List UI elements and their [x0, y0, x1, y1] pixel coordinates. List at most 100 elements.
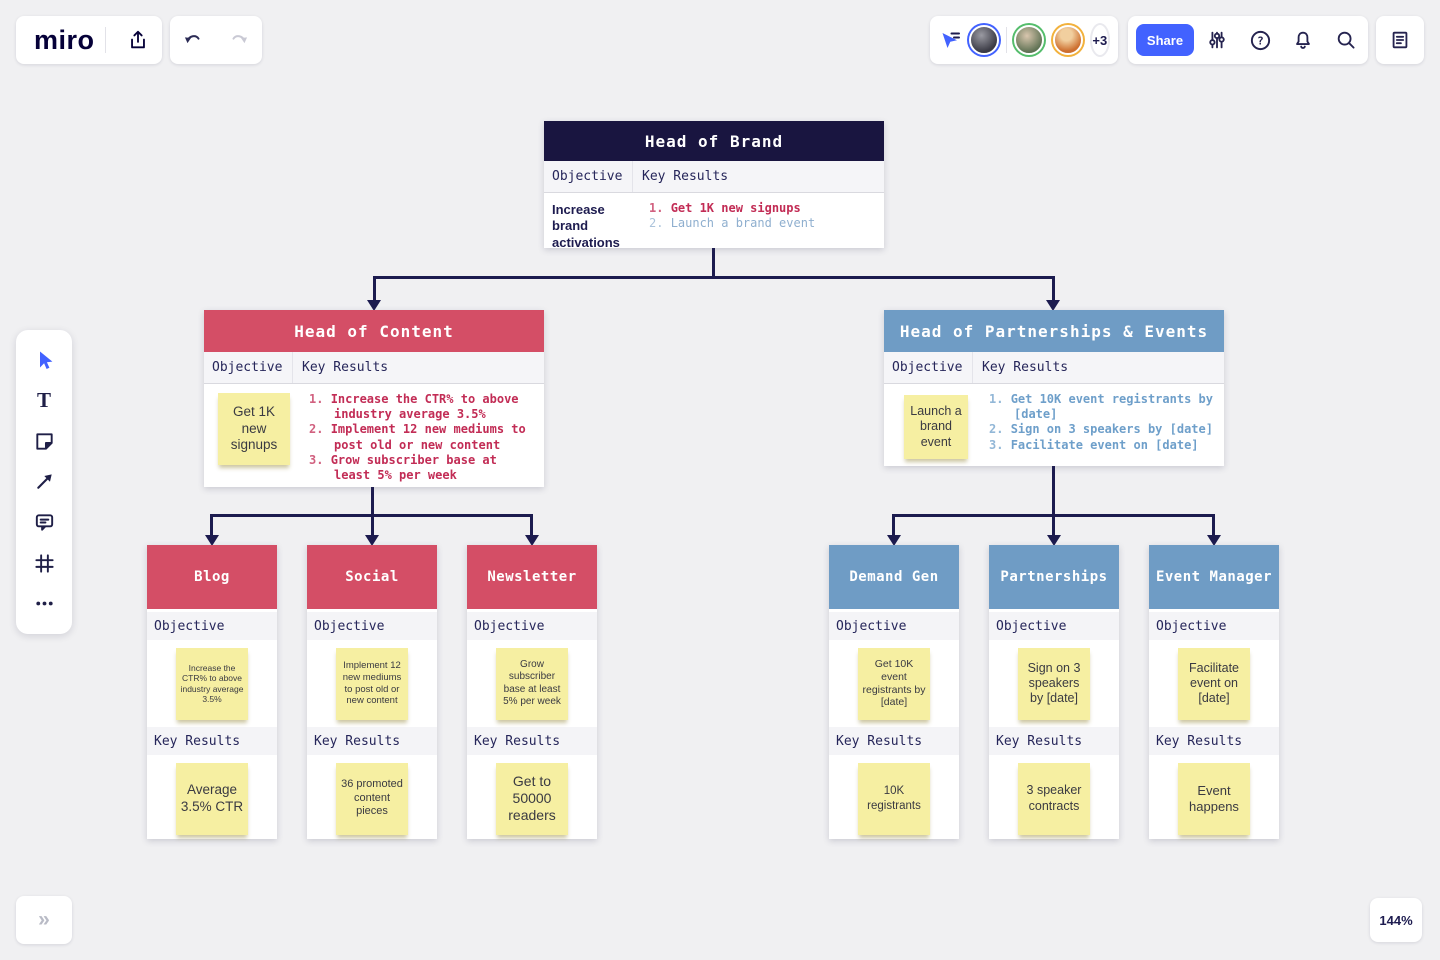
connector-arrowhead: [367, 300, 381, 311]
objective-sticky-note[interactable]: Sign on 3 speakers by [date]: [1018, 647, 1090, 720]
card-title: Demand Gen: [829, 545, 959, 609]
key-result-item: Sign on 3 speakers by [date]: [1010, 422, 1213, 437]
select-cursor-icon: [32, 348, 56, 372]
more-icon: [33, 592, 56, 615]
text-tool[interactable]: T: [26, 386, 62, 416]
notes-button[interactable]: [1378, 18, 1422, 62]
expand-panel-button[interactable]: »: [16, 896, 72, 944]
help-button[interactable]: ?: [1240, 18, 1280, 62]
objective-sticky-note[interactable]: Get 1K new signups: [218, 393, 290, 465]
collab-cursors-button[interactable]: [938, 18, 962, 62]
connector-line[interactable]: [1212, 514, 1215, 536]
team-card-event-manager[interactable]: Event Manager Objective Facilitate event…: [1149, 545, 1279, 839]
frame-tool[interactable]: [26, 548, 62, 578]
table-body: Increase brand activations Get 1K new si…: [544, 193, 884, 250]
settings-button[interactable]: [1197, 18, 1237, 62]
board-export-button[interactable]: [116, 18, 160, 62]
key-result-sticky-note[interactable]: Get to 50000 readers: [496, 762, 568, 835]
search-icon: [1335, 29, 1357, 51]
key-result-item: Grow subscriber base at least 5% per wee…: [330, 452, 497, 483]
okr-table-head-of-partnerships[interactable]: Head of Partnerships & Events Objective …: [884, 310, 1224, 466]
avatar-collaborator-1[interactable]: [1011, 23, 1046, 57]
avatar-facilitator[interactable]: [967, 23, 1001, 57]
board-export-icon: [127, 29, 149, 51]
connector-tool[interactable]: [26, 467, 62, 497]
objective-sticky-note[interactable]: Implement 12 new mediums to post old or …: [336, 647, 408, 720]
connector-line[interactable]: [371, 487, 374, 517]
table-column-headers: Objective Key Results: [884, 352, 1224, 384]
more-tools[interactable]: [26, 589, 62, 619]
comment-tool[interactable]: [26, 508, 62, 538]
miro-logo[interactable]: miro: [34, 24, 95, 55]
connector-line[interactable]: [712, 247, 715, 278]
team-card-newsletter[interactable]: Newsletter Objective Grow subscriber bas…: [467, 545, 597, 839]
team-card-blog[interactable]: Blog Objective Increase the CTR% to abov…: [147, 545, 277, 839]
objective-sticky-note[interactable]: Increase the CTR% to above industry aver…: [176, 647, 248, 720]
key-result-sticky-note[interactable]: 36 promoted content pieces: [336, 762, 408, 835]
connector-line[interactable]: [892, 514, 895, 536]
connector-line[interactable]: [1052, 514, 1055, 536]
key-result-item: Facilitate event on [date]: [1010, 437, 1199, 452]
key-result-item: Get 10K event registrants by [date]: [1010, 392, 1213, 422]
zoom-level-button[interactable]: 144%: [1370, 898, 1422, 942]
key-result-sticky-note[interactable]: Event happens: [1178, 762, 1250, 835]
team-card-social[interactable]: Social Objective Implement 12 new medium…: [307, 545, 437, 839]
objective-sticky-note[interactable]: Facilitate event on [date]: [1178, 647, 1250, 720]
okr-table-head-of-content[interactable]: Head of Content Objective Key Results Ge…: [204, 310, 544, 487]
redo-icon: [228, 29, 250, 51]
notifications-bell-icon: [1292, 29, 1314, 51]
collaborators-panel: +3: [930, 16, 1118, 64]
team-card-demand-gen[interactable]: Demand Gen Objective Get 10K event regis…: [829, 545, 959, 839]
key-results-list: Get 10K event registrants by [date] Sign…: [980, 391, 1220, 466]
collaborators-overflow-badge[interactable]: +3: [1089, 23, 1110, 57]
objective-label: Objective: [467, 612, 597, 640]
notifications-button[interactable]: [1283, 18, 1323, 62]
key-result-sticky-note[interactable]: 3 speaker contracts: [1018, 762, 1090, 835]
objective-sticky-note[interactable]: Launch a brand event: [904, 395, 968, 459]
notes-panel: [1376, 16, 1424, 64]
key-result-sticky-note[interactable]: 10K registrants: [858, 762, 930, 835]
undo-button[interactable]: [171, 18, 215, 62]
card-title: Social: [307, 545, 437, 609]
key-result-item: Launch a brand event: [670, 216, 816, 231]
objective-label: Objective: [1149, 612, 1279, 640]
connector-line[interactable]: [530, 514, 533, 536]
connector-line[interactable]: [371, 514, 374, 536]
table-column-headers: Objective Key Results: [204, 352, 544, 384]
connector-line[interactable]: [1052, 466, 1055, 517]
key-result-sticky-note[interactable]: Average 3.5% CTR: [176, 762, 248, 835]
share-button[interactable]: Share: [1136, 24, 1194, 56]
table-body: Get 1K new signups Increase the CTR% to …: [204, 384, 544, 487]
connector-arrowhead: [525, 535, 539, 546]
sticky-note-tool[interactable]: [26, 426, 62, 456]
card-title: Partnerships: [989, 545, 1119, 609]
undo-icon: [182, 29, 204, 51]
objective-label: Objective: [829, 612, 959, 640]
key-results-column-header: Key Results: [302, 360, 389, 375]
sticky-note-icon: [33, 430, 56, 453]
avatar: [969, 25, 999, 55]
select-tool[interactable]: [26, 345, 62, 375]
avatar: [1013, 25, 1044, 55]
objective-sticky-note[interactable]: Get 10K event registrants by [date]: [858, 647, 930, 720]
objective-sticky-note[interactable]: Grow subscriber base at least 5% per wee…: [496, 647, 568, 720]
connector-arrowhead: [1207, 535, 1221, 546]
connector-line[interactable]: [1052, 276, 1055, 301]
objective-column-header: Objective: [552, 169, 623, 184]
team-card-partnerships[interactable]: Partnerships Objective Sign on 3 speaker…: [989, 545, 1119, 839]
double-chevron-right-icon: »: [38, 908, 50, 931]
notes-icon: [1389, 29, 1411, 51]
connector-line[interactable]: [373, 276, 376, 301]
zoom-level-value: 144%: [1379, 912, 1413, 928]
frame-icon: [33, 552, 56, 575]
redo-button[interactable]: [217, 18, 261, 62]
connector-line[interactable]: [210, 514, 213, 536]
search-button[interactable]: [1326, 18, 1366, 62]
connector-line[interactable]: [373, 276, 1054, 279]
avatar-collaborator-2[interactable]: [1050, 23, 1085, 57]
okr-table-head-of-brand[interactable]: Head of Brand Objective Key Results Incr…: [544, 121, 884, 250]
connector-arrowhead: [365, 535, 379, 546]
connector-arrowhead: [205, 535, 219, 546]
key-result-item: Increase the CTR% to above industry aver…: [330, 392, 519, 422]
comment-icon: [33, 511, 56, 534]
